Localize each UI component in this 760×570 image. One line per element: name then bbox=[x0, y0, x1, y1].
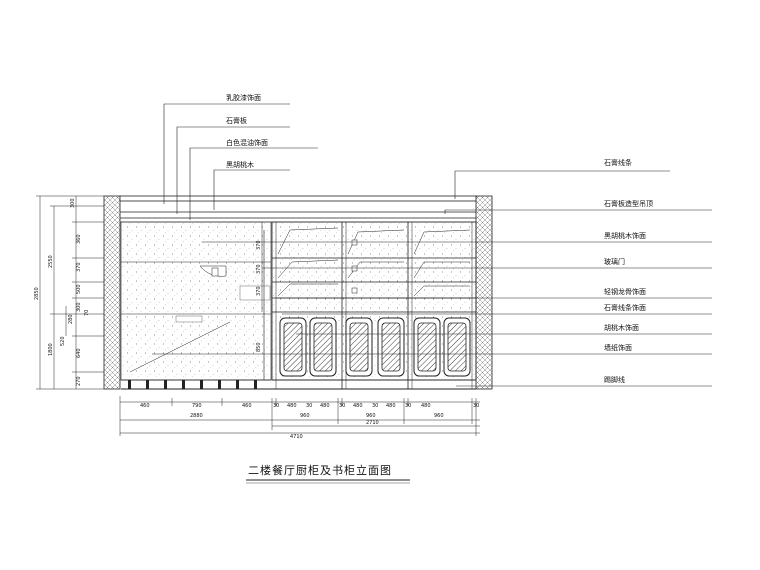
dim-b-460: 460 bbox=[140, 403, 150, 409]
dim-1800: 1800 bbox=[48, 343, 54, 356]
dim-inner-3: 370 bbox=[256, 286, 262, 296]
label-wallpaper: 墙纸饰面 bbox=[604, 343, 632, 352]
label-white-oil: 白色混油饰面 bbox=[226, 138, 268, 147]
drawing-title: 二楼餐厅厨柜及书柜立面图 bbox=[246, 463, 410, 484]
label-gypsum-line-finish: 石膏线条饰面 bbox=[604, 303, 646, 312]
dim-b-480c: 480 bbox=[353, 403, 363, 409]
dim-370: 370 bbox=[76, 262, 82, 272]
label-walnut-finish: 黑胡桃木饰面 bbox=[604, 231, 646, 240]
right-labels: 石膏线条 石膏板造型吊顶 黑胡桃木饰面 玻璃门 轻钢龙骨饰面 石膏线条饰面 胡桃… bbox=[604, 158, 653, 384]
dim-b-960c: 960 bbox=[434, 413, 444, 419]
bottom-dimensions bbox=[119, 396, 480, 436]
label-glass-door: 玻璃门 bbox=[604, 257, 625, 266]
dim-inner-4: 850 bbox=[256, 342, 262, 352]
inner-dimensions: 370 370 370 850 bbox=[256, 222, 263, 352]
dim-inner-1: 370 bbox=[256, 240, 262, 250]
dim-300b: 300 bbox=[76, 302, 82, 312]
ceiling bbox=[119, 195, 477, 223]
right-wall bbox=[475, 195, 493, 390]
dim-2850: 2850 bbox=[34, 287, 40, 300]
label-black-walnut: 黑胡桃木 bbox=[226, 160, 254, 169]
dim-520: 520 bbox=[60, 336, 66, 346]
dim-b-30b: 30 bbox=[306, 403, 312, 409]
dim-b-480b: 480 bbox=[320, 403, 330, 409]
label-skirting: 踢脚线 bbox=[604, 375, 625, 384]
dim-b-30d: 30 bbox=[372, 403, 378, 409]
dim-b-30a: 30 bbox=[273, 403, 279, 409]
dim-b-2880: 2880 bbox=[190, 413, 203, 419]
left-dimension-text: 2850 2550 1800 300 360 370 500 300 520 6… bbox=[34, 198, 90, 386]
left-wall bbox=[103, 195, 121, 390]
dim-b-480e: 480 bbox=[421, 403, 431, 409]
dim-360: 360 bbox=[76, 234, 82, 244]
dim-b-480a: 480 bbox=[287, 403, 297, 409]
title-text: 二楼餐厅厨柜及书柜立面图 bbox=[248, 463, 392, 477]
left-leaders bbox=[163, 103, 318, 220]
dim-b-790: 790 bbox=[192, 403, 202, 409]
dim-b-4710: 4710 bbox=[290, 434, 303, 440]
dim-70: 70 bbox=[84, 310, 90, 316]
dim-300: 300 bbox=[70, 198, 76, 208]
left-dimensions bbox=[36, 195, 104, 390]
label-latex-paint: 乳胶漆饰面 bbox=[226, 93, 261, 102]
dim-b-30c: 30 bbox=[339, 403, 345, 409]
wallpaper-area bbox=[120, 221, 272, 381]
dim-2550: 2550 bbox=[48, 255, 54, 268]
bottom-dimension-text: 460 790 460 30 480 30 480 30 480 30 480 … bbox=[140, 403, 479, 440]
dim-b-460b: 460 bbox=[242, 403, 252, 409]
dim-640: 640 bbox=[76, 348, 82, 358]
cabinet-doors bbox=[279, 317, 471, 377]
label-gypsum-board: 石膏板 bbox=[226, 116, 247, 125]
dim-280: 280 bbox=[68, 314, 74, 324]
label-steel-keel: 轻钢龙骨饰面 bbox=[604, 287, 646, 296]
label-gypsum-ceiling: 石膏板造型吊顶 bbox=[604, 199, 653, 208]
label-gypsum-line: 石膏线条 bbox=[604, 158, 632, 167]
dim-b-30f: 30 bbox=[473, 403, 479, 409]
label-walnut-veneer: 胡桃木饰面 bbox=[604, 323, 639, 332]
dim-b-960a: 960 bbox=[300, 413, 310, 419]
dim-b-960b: 960 bbox=[366, 413, 376, 419]
dim-b-2710: 2710 bbox=[366, 420, 379, 426]
left-labels: 乳胶漆饰面 石膏板 白色混油饰面 黑胡桃木 bbox=[226, 93, 268, 169]
dim-b-480d: 480 bbox=[386, 403, 396, 409]
dim-inner-2: 370 bbox=[256, 264, 262, 274]
dim-500: 500 bbox=[76, 284, 82, 294]
baseboard bbox=[121, 379, 476, 390]
right-leaders bbox=[152, 170, 712, 387]
dim-b-30e: 30 bbox=[405, 403, 411, 409]
dim-270: 270 bbox=[76, 376, 82, 386]
